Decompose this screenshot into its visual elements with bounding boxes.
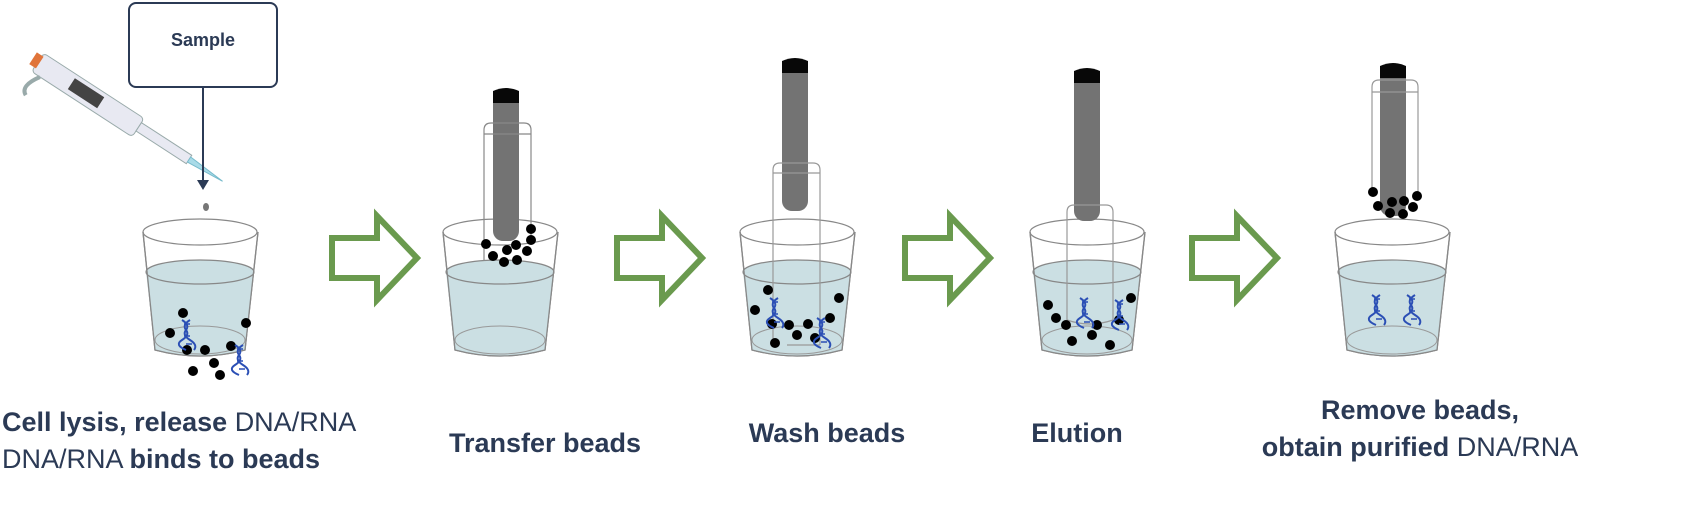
caption-bold: obtain purified — [1261, 432, 1450, 462]
magnetic-rod-2 — [493, 88, 519, 241]
sample-label-box: Sample — [128, 2, 278, 88]
magnetic-rod-4 — [1074, 68, 1100, 221]
step-5-line-1: Remove beads, — [1320, 395, 1520, 425]
beads-5 — [1368, 187, 1422, 219]
beads-1 — [165, 308, 251, 380]
process-arrow-2 — [617, 216, 702, 300]
process-arrow-1 — [332, 216, 417, 300]
sample-label: Sample — [170, 30, 236, 50]
step-2-caption: Transfer beads — [448, 428, 642, 458]
step-1-line-1: Cell lysis, release DNA/RNA — [2, 404, 356, 441]
beaker-1 — [142, 218, 259, 357]
caption-normal: DNA/RNA — [1456, 432, 1579, 462]
step-5-line-2: obtain purified DNA/RNA — [1262, 429, 1579, 466]
pipette-icon — [22, 52, 223, 182]
sample-pointer-arrowhead — [197, 180, 209, 190]
rod-sleeve-5 — [1371, 79, 1419, 195]
step-5-caption: Remove beads, obtain purified DNA/RNA — [1262, 392, 1579, 466]
process-arrow-3 — [905, 216, 990, 300]
sample-droplet — [203, 203, 209, 211]
beaker-5 — [1334, 218, 1451, 357]
process-arrow-4 — [1192, 216, 1277, 300]
step-4-caption: Elution — [1031, 418, 1123, 448]
caption-bold: binds to beads — [129, 444, 321, 474]
rod-sleeve-2 — [483, 122, 532, 260]
caption-normal: DNA/RNA — [234, 407, 357, 437]
caption-normal: DNA/RNA — [2, 444, 123, 474]
step-1-line-2: DNA/RNA binds to beads — [2, 441, 356, 478]
step-3-caption: Wash beads — [748, 418, 906, 448]
caption-bold: Cell lysis, release — [2, 407, 228, 437]
magnetic-rod-5 — [1380, 63, 1406, 216]
beads-4 — [1043, 293, 1136, 350]
magnetic-rod-3 — [782, 58, 808, 211]
beads-2 — [481, 224, 536, 267]
beads-3 — [750, 285, 844, 348]
step-1-caption: Cell lysis, release DNA/RNA DNA/RNA bind… — [2, 404, 356, 478]
